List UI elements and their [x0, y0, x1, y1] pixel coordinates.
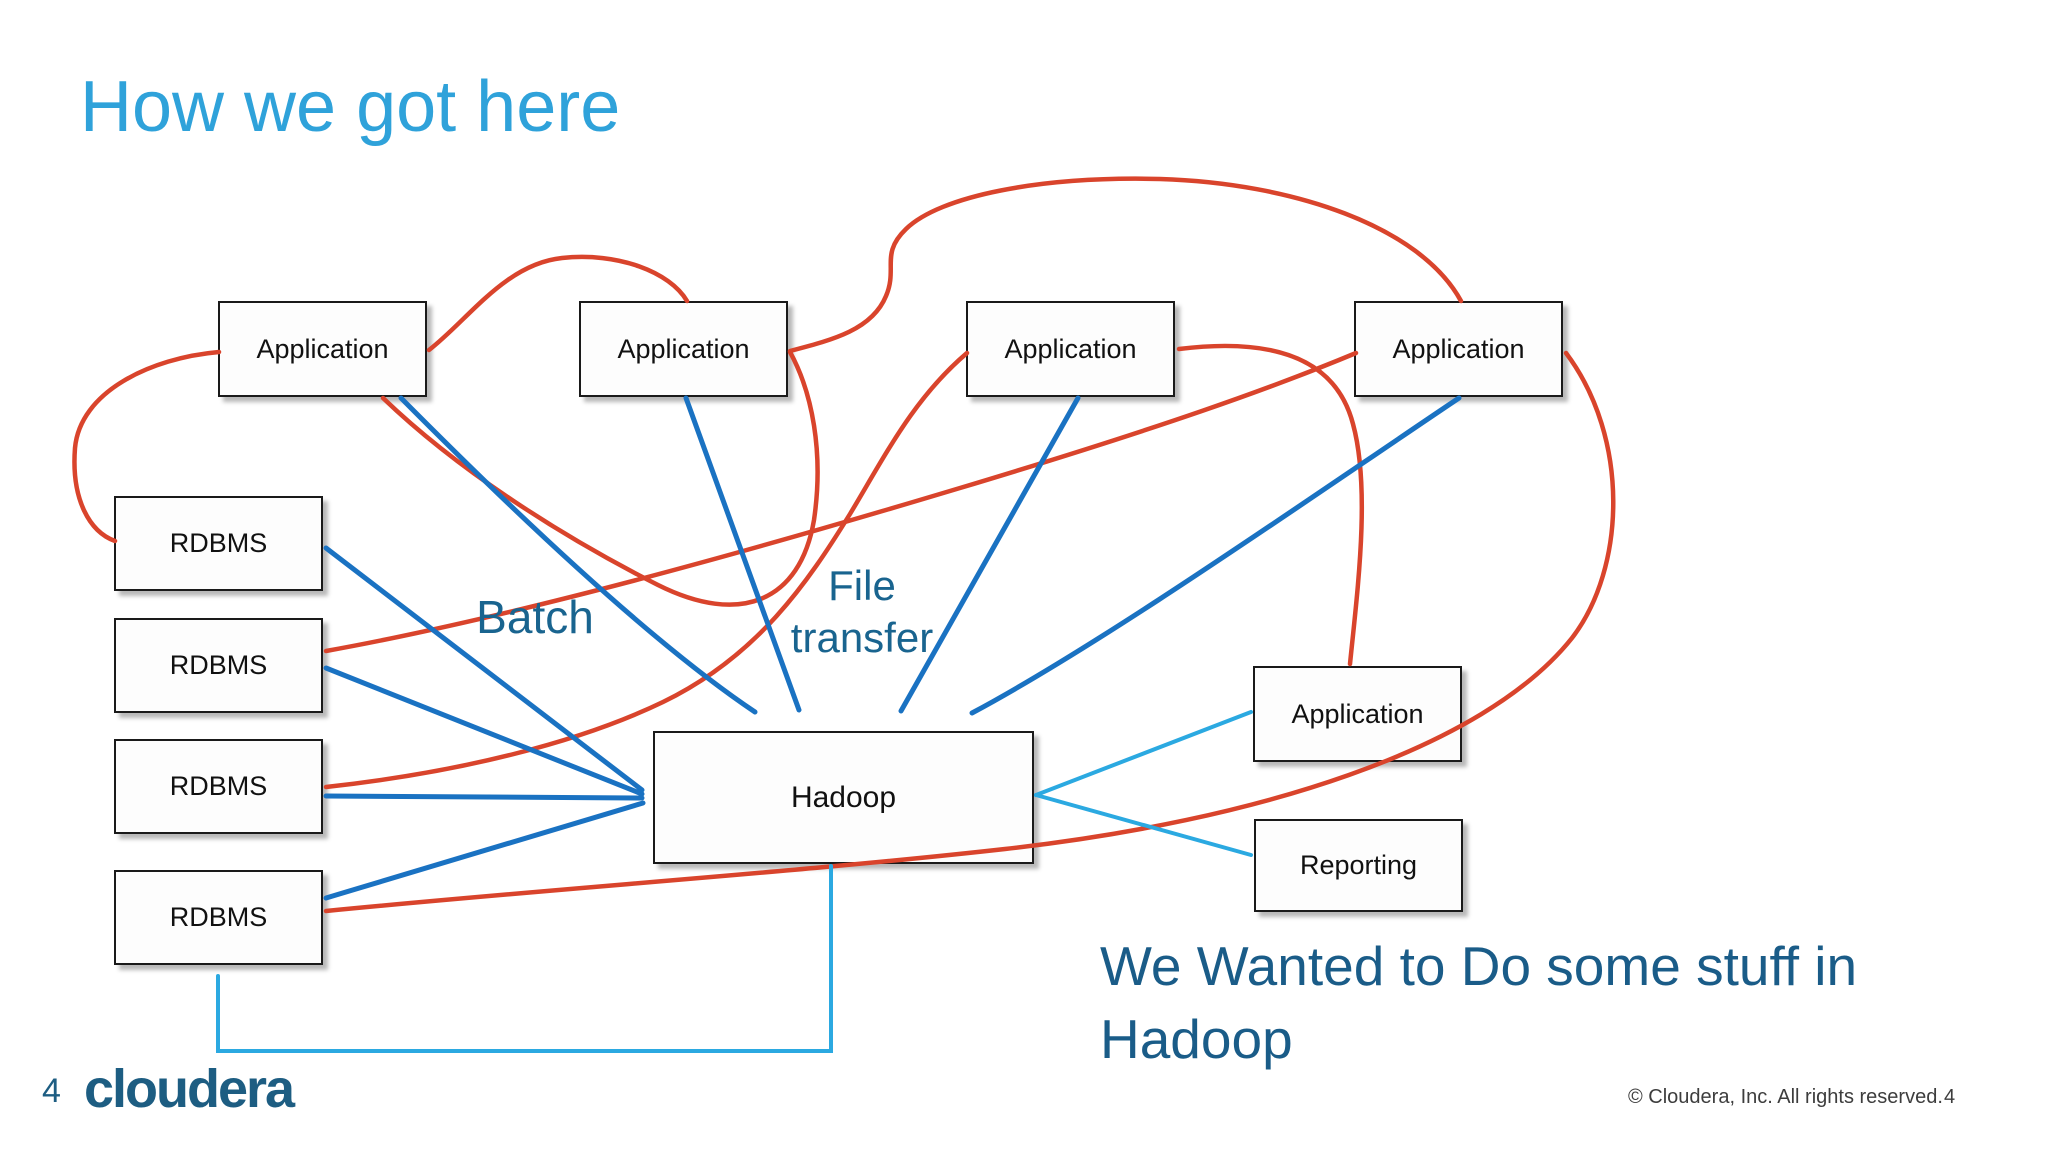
- hadoop-box: Hadoop: [653, 731, 1034, 864]
- rdbms-box-4-label: RDBMS: [169, 902, 268, 932]
- blue-arrow-rdbms2-hadoop: [323, 665, 645, 797]
- rdbms-box-2-label: RDBMS: [169, 650, 268, 680]
- application-box-4-label: Application: [1392, 333, 1525, 364]
- file-transfer-label: File transfer: [791, 560, 933, 664]
- blue-arrow-rdbms4-hadoop: [323, 800, 646, 901]
- application-box-1: Application: [218, 301, 427, 397]
- blue-arrow-app2-hadoop: [683, 395, 802, 713]
- reporting-box: Reporting: [1254, 819, 1463, 912]
- rdbms-box-4: RDBMS: [114, 870, 323, 965]
- lightblue-line-hadoop-reporting: [1034, 793, 1253, 857]
- page-title: How we got here: [80, 67, 621, 147]
- application-box-3: Application: [966, 301, 1175, 397]
- file-transfer-label-line2: transfer: [790, 614, 934, 661]
- right-application-box: Application: [1253, 666, 1462, 762]
- lightblue-line-hadoop-rightapp: [1034, 710, 1253, 797]
- annotation-line1: We Wanted to Do some stuff in: [1100, 935, 1858, 997]
- blue-arrow-rdbms3-hadoop: [323, 793, 645, 801]
- blue-arrow-app1-hadoop: [398, 395, 758, 715]
- application-box-4: Application: [1354, 301, 1563, 397]
- copyright-text: © Cloudera, Inc. All rights reserved.: [1628, 1086, 1943, 1108]
- right-application-box-label: Application: [1291, 698, 1424, 729]
- application-box-2-label: Application: [617, 333, 750, 364]
- blue-arrow-rdbms1-hadoop: [323, 545, 645, 793]
- page-number-right: 4: [1944, 1086, 1956, 1108]
- red-curve-app3-rightapp: [1176, 343, 1365, 667]
- rdbms-box-3: RDBMS: [114, 739, 323, 834]
- application-box-2: Application: [579, 301, 788, 397]
- blue-arrow-app3-hadoop: [898, 395, 1081, 714]
- annotation-text: We Wanted to Do some stuff in Hadoop: [1100, 930, 1920, 1076]
- page-number-left: 4: [42, 1072, 61, 1110]
- application-box-3-label: Application: [1004, 333, 1137, 364]
- file-transfer-label-line1: File: [828, 562, 896, 609]
- application-box-1-label: Application: [256, 333, 389, 364]
- rdbms-box-2: RDBMS: [114, 618, 323, 713]
- rdbms-box-1: RDBMS: [114, 496, 323, 591]
- batch-label: Batch: [476, 591, 594, 643]
- annotation-line2: Hadoop: [1100, 1008, 1293, 1070]
- hadoop-box-label: Hadoop: [790, 780, 897, 814]
- cloudera-logo: cloudera: [84, 1059, 295, 1119]
- rdbms-box-1-label: RDBMS: [169, 528, 268, 558]
- rdbms-box-3-label: RDBMS: [169, 771, 268, 801]
- reporting-box-label: Reporting: [1299, 850, 1418, 880]
